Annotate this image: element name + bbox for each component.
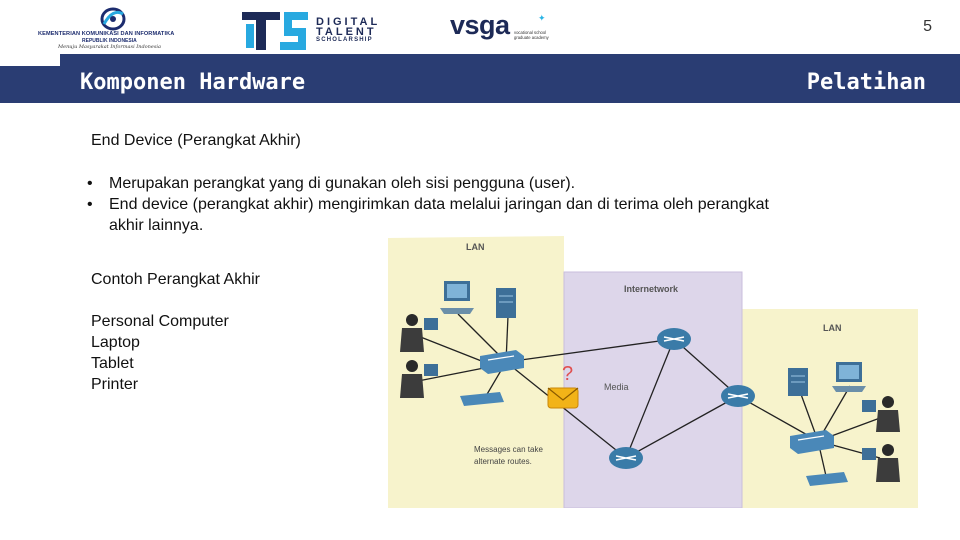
example-item: Laptop [91,334,140,351]
bullet-text: Merupakan perangkat yang di gunakan oleh… [109,175,576,192]
page-number: 5 [923,18,932,35]
lan-right-label: LAN [823,323,842,333]
dts-word-1: DIGITAL [316,16,381,28]
user-at-computer-icon [862,444,900,482]
media-label: Media [604,382,629,392]
slide-section-title: Pelatihan [806,70,926,95]
kominfo-line2: REPUBLIK INDONESIA [82,38,137,44]
title-bar-top [60,54,960,66]
dts-word-3: SCHOLARSHIP [316,37,373,43]
examples-list: Personal Computer Laptop Tablet Printer [91,311,791,395]
bullet-dot-icon: • [87,196,93,213]
bullet-dot-icon: • [87,175,93,192]
title-bar-notch [0,54,60,66]
user-at-computer-icon [400,360,438,398]
desktop-computer-icon [440,281,474,314]
server-icon [496,288,516,318]
lan-left-label: LAN [466,242,485,252]
user-at-computer-icon [862,396,900,432]
heading-rest: (Perangkat Akhir) [172,132,301,149]
ip-phone-icon [806,472,848,486]
router-icon [609,447,643,469]
bullet-item: • Merupakan perangkat yang di gunakan ole… [87,173,791,194]
slide-content: End Device (Perangkat Akhir) • Merupakan … [87,130,791,395]
user-at-computer-icon [400,314,438,352]
content-heading: End Device (Perangkat Akhir) [91,130,791,151]
switch-icon [480,350,524,374]
title-bar-main [60,66,960,103]
bullet-item: • End device (perangkat akhir) mengirimka… [87,194,791,236]
network-diagram: LAN Internetwork LAN Media Messages can … [388,236,918,508]
server-icon [788,368,808,396]
example-item: Printer [91,376,139,393]
dts-logo: DIGITAL TALENT SCHOLARSHIP [240,4,410,52]
message-envelope-icon [547,387,579,409]
router-icon [657,328,691,350]
ip-phone-icon [460,392,504,406]
question-mark: ? [562,363,573,385]
slide-title: Komponen Hardware [80,70,306,95]
vsga-logo: vsga ✦ vocational school graduate academ… [450,4,560,52]
dts-mark-icon [242,12,308,50]
examples-title: Contoh Perangkat Akhir [91,271,260,288]
vsga-word: vsga [450,10,510,40]
kominfo-line1: KEMENTERIAN KOMUNIKASI DAN INFORMATIKA [38,31,175,37]
example-item: Tablet [91,355,134,372]
internetwork-label: Internetwork [624,284,679,294]
network-links [417,313,881,477]
vsga-dots-icon: ✦ [538,13,546,23]
dts-word-2: TALENT [316,26,377,38]
vsga-tagline: vocational school graduate academy [514,30,549,40]
example-item: Personal Computer [91,313,229,330]
kominfo-emblem-icon [100,7,126,31]
kominfo-logo: KEMENTERIAN KOMUNIKASI DAN INFORMATIKA R… [38,4,198,52]
router-icon [721,385,755,407]
bullet-list: • Merupakan perangkat yang di gunakan ole… [87,173,791,236]
lan-left-panel [388,236,564,508]
messages-label-2: alternate routes. [474,457,532,466]
heading-bold: End Device [91,132,173,149]
kominfo-motto: Menuju Masyarakat Informasi Indonesia [58,44,161,50]
switch-icon [790,430,834,454]
messages-label-1: Messages can take [474,445,543,454]
title-bar: Komponen Hardware Pelatihan [0,54,960,103]
desktop-computer-icon [832,362,866,392]
bullet-text: End device (perangkat akhir) mengirimkan… [109,196,769,234]
